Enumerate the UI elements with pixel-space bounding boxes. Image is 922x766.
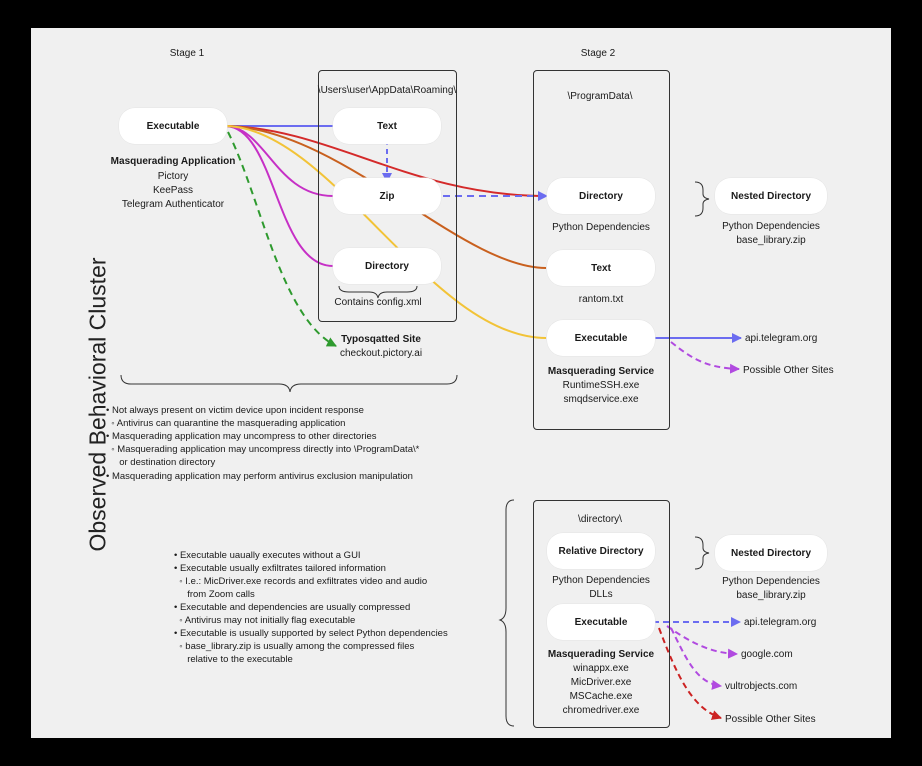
note-line: ◦ Antivirus may not initially flag execu… <box>174 615 356 626</box>
masq-app-item: KeePass <box>152 185 194 196</box>
note-line: • Executable uaually executes without a … <box>174 550 361 561</box>
note-line: • Masquerading application may uncompres… <box>106 431 377 442</box>
note-line: from Zoom calls <box>174 589 255 600</box>
target-google: google.com <box>741 649 793 660</box>
stage1-label: Stage 1 <box>169 48 205 59</box>
brace-bottom-section <box>498 499 515 727</box>
relative-directory-node: Relative Directory <box>547 533 655 569</box>
note-line: • Executable usually exfiltrates tailore… <box>174 563 386 574</box>
link-direxe-other <box>658 627 722 720</box>
masq-service-2-item: chromedriver.exe <box>562 705 640 716</box>
masq-app-item: Telegram Authenticator <box>121 199 225 210</box>
masq-app-item: Pictory <box>157 171 189 182</box>
target-vultr: vultrobjects.com <box>725 681 798 692</box>
executable-node: Executable <box>119 108 227 144</box>
masq-service-1-item: smqdservice.exe <box>563 394 639 405</box>
text-node: Text <box>333 108 441 144</box>
note-line: ◦ Antivirus can quarantine the masquerad… <box>106 418 346 429</box>
masq-service-2-title: Masquerading Service <box>547 649 655 660</box>
zip-node: Zip <box>333 178 441 214</box>
typosquat-title: Typosqatted Site <box>341 334 421 345</box>
stage2-label: Stage 2 <box>580 48 616 59</box>
note-line: ◦ I.e.: MicDriver.exe records and exfilt… <box>174 576 428 587</box>
directory-node: Directory <box>333 248 441 284</box>
link-direxe-vultr <box>670 627 722 690</box>
pd-directory-caption: Python Dependencies <box>552 222 650 233</box>
masq-app-title: Masquerading Application <box>110 156 236 167</box>
brace-notes-1 <box>120 374 458 393</box>
nested-2-caption: Python Dependencies <box>722 576 820 587</box>
brace-config <box>338 285 418 299</box>
target-telegram-1: api.telegram.org <box>745 333 818 344</box>
pd-text-caption: rantom.txt <box>578 294 624 305</box>
roaming-path: \Users\user\AppData\Roaming\ <box>317 85 457 96</box>
masq-service-2-item: winappx.exe <box>573 663 629 674</box>
note-line: ◦ Masquerading application may uncompres… <box>106 444 420 455</box>
pd-executable-node: Executable <box>547 320 655 356</box>
dir-executable-node: Executable <box>547 604 655 640</box>
brace-nested-2 <box>694 536 710 570</box>
nested-directory-1-node: Nested Directory <box>715 178 827 214</box>
roaming-container <box>318 70 457 322</box>
brace-nested-1 <box>694 181 710 217</box>
target-other-2: Possible Other Sites <box>725 714 816 725</box>
link-exe-pd-exe <box>225 125 547 339</box>
target-other-1: Possible Other Sites <box>743 365 834 376</box>
masq-service-1-title: Masquerading Service <box>547 366 655 377</box>
relative-caption: DLLs <box>589 589 613 600</box>
link-exe-pd-directory <box>225 125 547 197</box>
masq-service-2-item: MSCache.exe <box>569 691 633 702</box>
link-exe-directory <box>225 125 334 267</box>
note-line: • Executable and dependencies are usuall… <box>174 602 411 613</box>
masq-service-1-item: RuntimeSSH.exe <box>562 380 640 391</box>
note-line: ◦ base_library.zip is usually among the … <box>174 641 415 652</box>
relative-caption: Python Dependencies <box>552 575 650 586</box>
pd-directory-node: Directory <box>547 178 655 214</box>
nested-directory-2-node: Nested Directory <box>715 535 827 571</box>
target-telegram-2: api.telegram.org <box>744 617 817 628</box>
directory-container <box>533 500 670 728</box>
note-line: or destination directory <box>106 457 216 468</box>
note-line: • Not always present on victim device up… <box>106 405 364 416</box>
directory-path: \directory\ <box>578 514 622 525</box>
programdata-container <box>533 70 670 430</box>
programdata-path: \ProgramData\ <box>567 91 633 102</box>
link-exe-typosquat <box>227 131 337 347</box>
note-line: • Executable is usually supported by sel… <box>174 628 448 639</box>
diagram-canvas: Observed Behavioral Cluster Stage 1 Stag… <box>31 28 891 738</box>
note-line: relative to the executable <box>174 654 293 665</box>
note-line: • Masquerading application may perform a… <box>106 471 413 482</box>
masq-service-2-item: MicDriver.exe <box>570 677 632 688</box>
link-pdexe-other <box>670 341 740 374</box>
nested-1-caption: base_library.zip <box>736 235 806 246</box>
nested-1-caption: Python Dependencies <box>722 221 820 232</box>
nested-2-caption: base_library.zip <box>736 590 806 601</box>
contains-config: Contains config.xml <box>334 297 422 308</box>
pd-text-node: Text <box>547 250 655 286</box>
typosquat-url: checkout.pictory.ai <box>339 348 423 359</box>
